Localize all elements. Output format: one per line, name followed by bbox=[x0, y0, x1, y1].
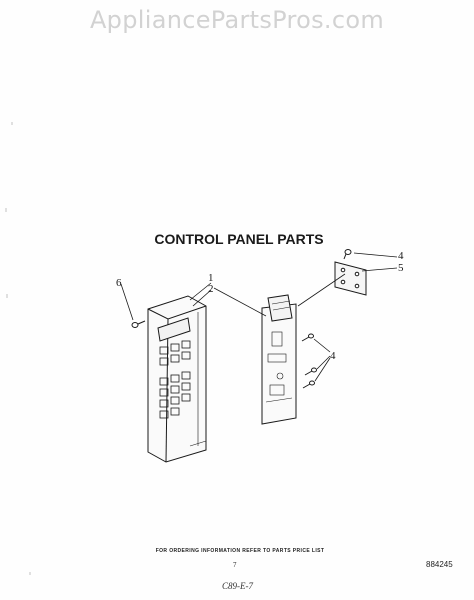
electronic-control-board bbox=[261, 294, 297, 425]
scan-specks bbox=[5, 122, 31, 575]
callout-1: 1 bbox=[208, 272, 214, 284]
screw-part-6 bbox=[131, 320, 146, 328]
screws-part-4-board bbox=[301, 333, 317, 389]
callout-5: 5 bbox=[398, 262, 404, 274]
site-watermark: AppliancePartsPros.com bbox=[89, 6, 385, 34]
callout-2: 2 bbox=[208, 283, 214, 295]
handwritten-note: C89-E-7 bbox=[222, 581, 253, 591]
callout-4-board: 4 bbox=[330, 350, 336, 362]
ordering-info-note: FOR ORDERING INFORMATION REFER TO PARTS … bbox=[155, 548, 325, 554]
callout-6: 6 bbox=[116, 277, 122, 289]
screw-part-4-top bbox=[343, 249, 352, 260]
page-number: 7 bbox=[233, 561, 237, 569]
bracket-plate-part-5 bbox=[334, 261, 367, 296]
document-number: 884245 bbox=[426, 560, 453, 569]
callout-4-top: 4 bbox=[398, 250, 404, 262]
control-panel-housing bbox=[147, 295, 207, 463]
leader-lines bbox=[120, 252, 398, 382]
diagram-title: CONTROL PANEL PARTS bbox=[154, 231, 324, 247]
